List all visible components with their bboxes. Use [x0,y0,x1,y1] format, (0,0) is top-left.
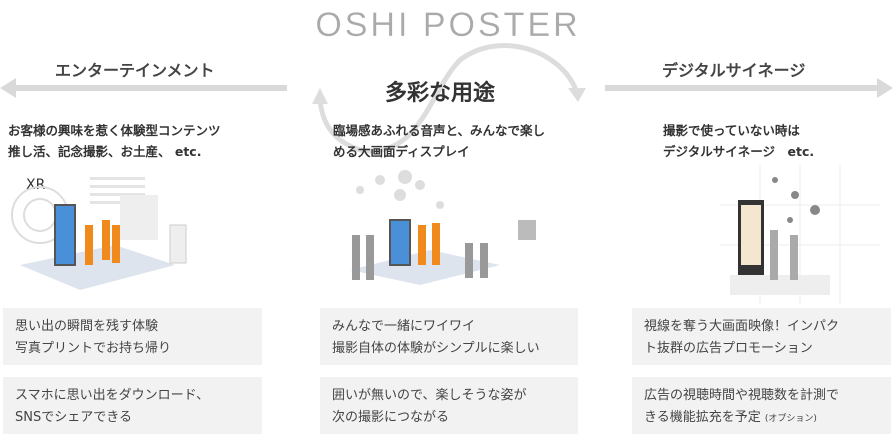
desc-line: デジタルサイネージ etc. [663,144,815,159]
box-line: みんなで一緒にワイワイ [332,319,476,334]
center-title: 多彩な用途 [384,81,495,106]
box-line: 写真プリントでお持ち帰り [15,341,172,356]
box-line: 次の撮影につながる [332,410,450,425]
cycle-arrows-icon [317,43,579,154]
box-line-text: きる機能拡充を予定 [644,410,761,425]
box-line: 撮影自体の体験がシンプルに楽しい [332,341,540,356]
feature-box: スマホに思い出をダウンロード、 SNSでシェアできる [3,377,262,434]
option-note: (オプション) [764,414,817,424]
entertainment-description: お客様の興味を惹く体験型コンテンツ 推し活、記念撮影、お土産、 etc. [8,120,221,162]
entertainment-illustration [11,177,187,290]
feature-box: 広告の視聴時間や視聴数を計測で きる機能拡充を予定 (オプション) [632,377,891,434]
signage-description: 撮影で使っていない時は デジタルサイネージ etc. [663,120,814,162]
box-line: 視線を奪う大画面映像！インパク [644,319,840,334]
feature-box: 視線を奪う大画面映像！インパク ト抜群の広告プロモーション [632,308,891,365]
feature-box: 囲いが無いので、楽しそうな姿が 次の撮影につながる [320,377,578,434]
desc-line: 撮影で使っていない時は [663,123,800,138]
oshi-poster-logo: OSHI POSTER [315,6,581,44]
box-line: 思い出の瞬間を残す体験 [15,319,159,334]
feature-box: 思い出の瞬間を残す体験 写真プリントでお持ち帰り [3,308,262,365]
signage-illustration [720,165,880,305]
box-line: スマホに思い出をダウンロード、 [15,388,210,403]
box-line: ト抜群の広告プロモーション [644,341,813,356]
left-arrow-icon [0,78,287,98]
entertainment-heading: エンターテインメント [55,61,215,80]
box-line: 広告の視聴時間や視聴数を計測で [644,388,840,403]
box-line: SNSでシェアできる [15,410,132,425]
feature-box: みんなで一緒にワイワイ 撮影自体の体験がシンプルに楽しい [320,308,578,365]
box-line: きる機能拡充を予定 (オプション) [644,407,879,430]
box-line: 囲いが無いので、楽しそうな姿が [332,388,527,403]
cycle-arrowhead-left-icon [312,88,328,104]
center-description: 臨場感あふれる音声と、みんなで楽し める大画面ディスプレイ [333,120,545,162]
desc-line: 推し活、記念撮影、お土産、 etc. [8,144,202,159]
desc-line: 臨場感あふれる音声と、みんなで楽し [333,123,546,138]
center-illustration [350,170,536,285]
desc-line: める大画面ディスプレイ [333,144,470,159]
illustrations [11,165,880,305]
right-arrow-icon [605,78,893,98]
signage-heading: デジタルサイネージ [662,61,806,80]
cycle-arrowhead-right-icon [568,88,586,102]
desc-line: お客様の興味を惹く体験型コンテンツ [8,123,221,138]
